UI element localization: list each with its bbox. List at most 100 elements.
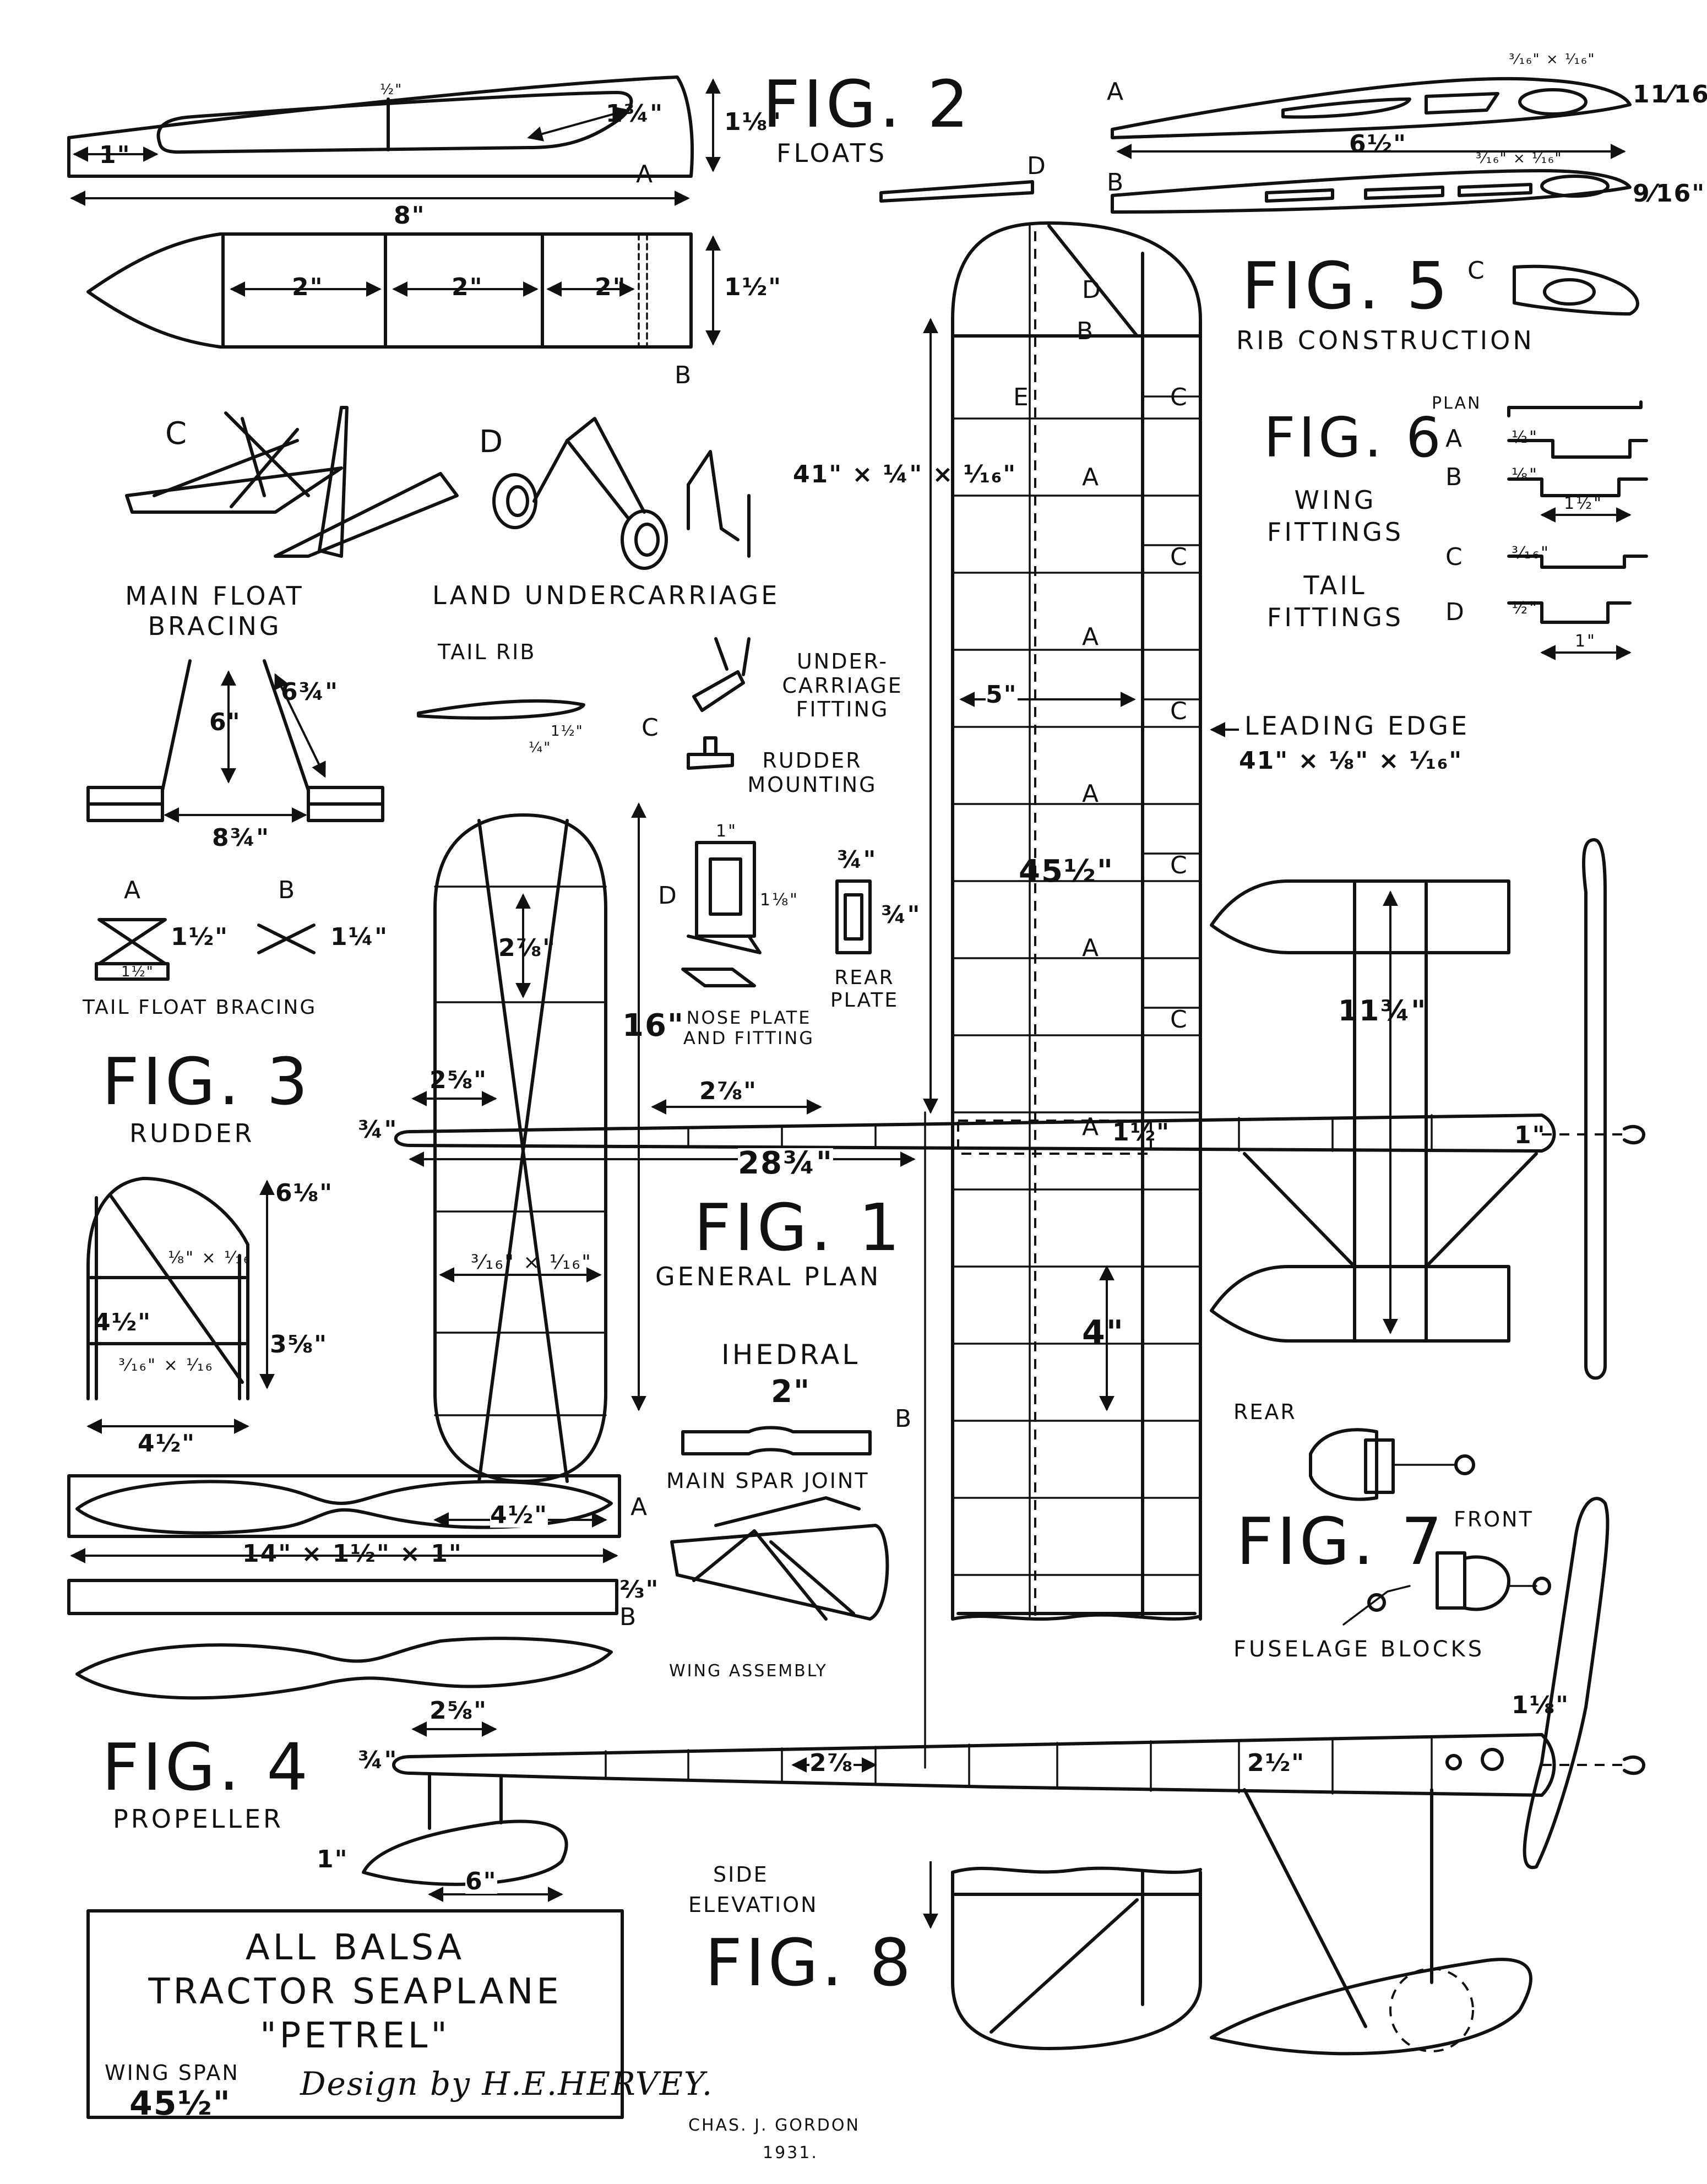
fuselage-mid-dim: 2⅞" [699, 1077, 758, 1105]
fig1-propeller-plan [1581, 838, 1607, 1380]
fig8-float-height: 1" [317, 1845, 349, 1873]
rib-a-marker-2: A [1082, 623, 1100, 651]
tail-boom-dim: 16" [622, 1008, 685, 1044]
spar-joint-b-label: B [895, 1405, 913, 1433]
fig1-tailplane [433, 802, 646, 1528]
title-line-2: TRACTOR SEAPLANE [148, 1971, 562, 2012]
fig6-b-label: B [1445, 463, 1464, 491]
rib-a-label: A [1107, 78, 1125, 106]
fig2-float-a-label: A [636, 160, 654, 188]
main-float-bracing-caption: MAIN FLOAT BRACING [125, 581, 305, 642]
fig6-d2-dim: 1" [1575, 632, 1596, 651]
tail-span-dim: 4½" [490, 1501, 548, 1529]
rib-c-label: C [1467, 257, 1486, 285]
fig7-propeller-side [1523, 1497, 1610, 1870]
fig7-front-label: FRONT [1454, 1507, 1534, 1531]
tail-mid-dim: 2⅞" [498, 934, 557, 962]
rudder-mounting-caption: RUDDER MOUNTING [747, 748, 877, 797]
fig1-fuselage-plan [394, 1091, 1645, 1167]
diag-dim-label: 6¾" [281, 678, 339, 706]
tail-rib-height: ¼" [529, 740, 552, 756]
rear-plate-width: ¾" [837, 846, 877, 874]
fig7-caption: FUSELAGE BLOCKS [1233, 1637, 1485, 1662]
rib-b-label: B [1107, 169, 1125, 197]
fig5-title: FIG. 5 [1242, 248, 1452, 324]
rib-c-marker-5: C [1170, 1006, 1188, 1034]
wing-chord-dim: 5" [986, 681, 1018, 709]
fig2-height-label: 1⅛" [724, 108, 782, 136]
fig2-bay3: 2" [595, 273, 627, 301]
dihedral-label: IHEDRAL [721, 1339, 861, 1371]
fig8-float-length: 6" [465, 1867, 497, 1895]
tail-float-bracing-caption: TAIL FLOAT BRACING [83, 996, 317, 1019]
leading-edge-caption: LEADING EDGE [1244, 711, 1470, 741]
fig2-float-b-plan [86, 232, 721, 349]
fig2-width-label: 1½" [724, 273, 782, 301]
propeller-b-label: B [619, 1603, 638, 1631]
fig8-tail-height: ¾" [358, 1746, 398, 1774]
tail-a-height: 1½" [171, 923, 229, 951]
tail-small-dim: 1½" [121, 964, 154, 980]
fig6-plan-label: PLAN [1432, 394, 1482, 413]
propeller-a-label: A [630, 1493, 649, 1521]
nose-plate-width: 1" [716, 822, 737, 841]
fig1-wing [923, 221, 1239, 1929]
fig7-front-block [1342, 1551, 1551, 1626]
rudder-width-label: 4½" [138, 1430, 196, 1458]
land-undercarriage-sketch [492, 417, 751, 570]
fig8-wing-section [951, 1866, 1202, 2050]
fuselage-length-dim: 28¾" [738, 1145, 834, 1181]
rib-d-marker: D [1082, 276, 1102, 304]
fig6-b2-dim: 1½" [1564, 494, 1603, 513]
fig5-rib-a [1111, 77, 1632, 159]
body-dim: 1½" [1112, 1118, 1171, 1147]
fig6-c-label: C [1445, 543, 1464, 571]
wing-ribs [952, 395, 1202, 1576]
rear-plate-height: ¾" [881, 901, 921, 929]
fig2-bay1: 2" [292, 273, 324, 301]
fig3-subtitle: RUDDER [129, 1118, 255, 1148]
tail-bracing-b-label: B [278, 876, 296, 904]
tail-bracing-a-label: A [124, 876, 142, 904]
rudder-spar-label: ⅛" × ⅟₁₆ [168, 1248, 252, 1268]
fig8-nose-dim: 1⅛" [1512, 1691, 1570, 1719]
wing-assembly-caption: WING ASSEMBLY [669, 1661, 828, 1681]
fig8-mid-dim: 2⅞ [809, 1749, 854, 1777]
rib-b-marker: B [1077, 317, 1095, 345]
fig1-floats-plan [1210, 879, 1538, 1343]
rib-c-marker-1: C [1170, 383, 1188, 411]
title-line-3: "PETREL" [260, 2015, 450, 2056]
title-block-frame [86, 1909, 624, 2119]
draughtsman-year: 1931. [763, 2143, 818, 2163]
tail-spar-dim: ³⁄₁₆" × ⅟₁₆" [471, 1251, 592, 1274]
fig2-d-label: D [1027, 152, 1047, 180]
fig5-subtitle: RIB CONSTRUCTION [1236, 325, 1535, 355]
fig8-tail-length: 2⅝" [430, 1697, 488, 1725]
fig2-float-b-label: B [675, 361, 693, 389]
rib-a-height: 11⁄16" [1633, 80, 1707, 108]
main-spar-dim: 41" × ¼" × ⅟₁₆" [793, 460, 1017, 488]
wing-assembly-sketch [670, 1496, 889, 1621]
rib-c-marker-2: C [1170, 543, 1188, 571]
rib-chord-label: 6½" [1349, 130, 1407, 158]
fig4-propeller [67, 1474, 621, 1700]
fig6-a-dim: ½" [1512, 428, 1539, 447]
fig4-subtitle: PROPELLER [113, 1804, 284, 1834]
fig6-wing-caption: WING FITTINGS [1266, 485, 1404, 547]
title-line-1: ALL BALSA [245, 1927, 465, 1968]
fig8-subtitle-1: SIDE [713, 1862, 769, 1887]
fig5-rib-b [1111, 169, 1632, 214]
fig7-rear-block [1309, 1428, 1475, 1501]
leading-edge-dim: 41" × ⅛" × ⅟₁₆" [1239, 747, 1463, 775]
fig2-subtitle: FLOATS [776, 138, 888, 168]
wingspan-label: WING SPAN [105, 2061, 240, 2085]
rudder-side-label: 3⅝" [270, 1330, 328, 1359]
span-dim-label: 8¾" [212, 824, 270, 852]
tail-float-bracing-diagram [95, 918, 316, 981]
undercarriage-d-label: D [479, 424, 507, 460]
rib-b-height: 9⁄16" [1633, 180, 1706, 208]
fig6-tail-caption: TAIL FITTINGS [1266, 571, 1404, 632]
fig6-c-dim: ³⁄₁₆" [1512, 544, 1550, 563]
fig6-a-label: A [1445, 425, 1464, 453]
